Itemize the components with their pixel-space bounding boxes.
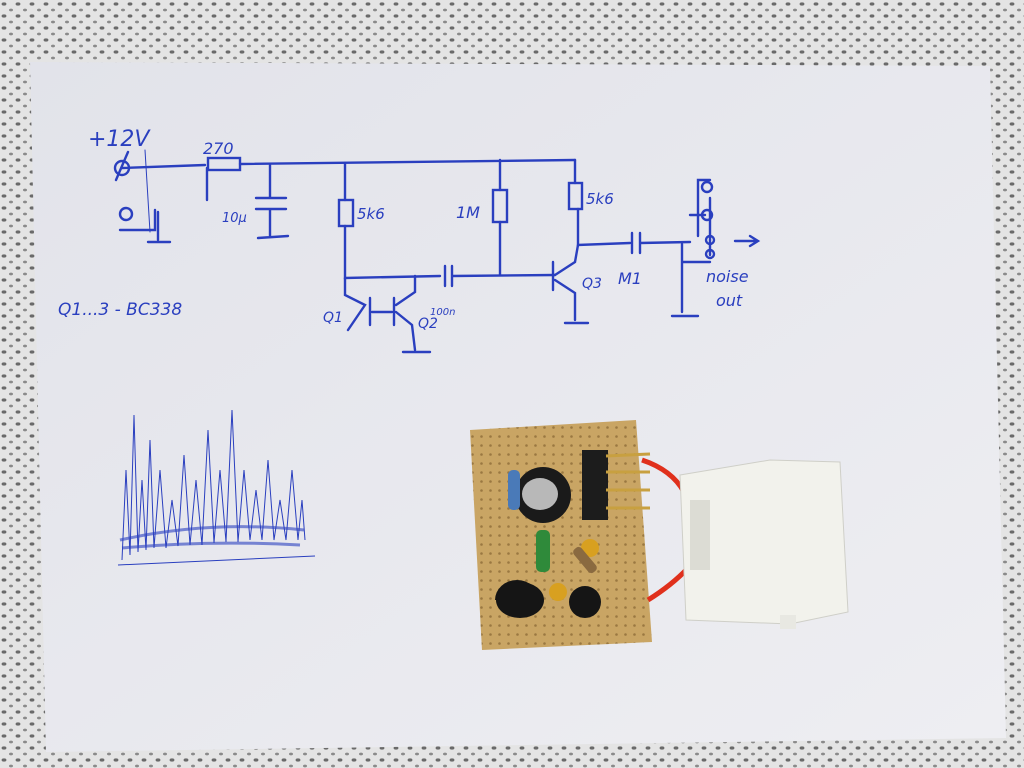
resistor (536, 530, 550, 572)
noise-waveform-sketch (117, 409, 316, 566)
ceramic-capacitor (581, 539, 599, 557)
molex-power-connector (679, 459, 849, 629)
label-c-couple: 100n (430, 307, 455, 318)
label-out: out (716, 291, 743, 310)
label-q3: Q3 (582, 276, 602, 292)
pin-header (582, 450, 651, 520)
label-q1: Q1 (323, 310, 343, 326)
label-noise: noise (706, 267, 749, 286)
resistor-270 (206, 156, 242, 172)
label-r-q12: 5k6 (357, 205, 385, 223)
resistor (508, 470, 520, 510)
label-c-filter: 10µ (222, 211, 247, 226)
label-r-q3: 5k6 (586, 190, 614, 208)
label-parts-note: Q1...3 - BC338 (58, 300, 182, 320)
schematic-drawing (113, 149, 761, 354)
transistor (569, 586, 601, 618)
circuit-board (470, 420, 652, 650)
label-supply: +12V (88, 127, 151, 152)
label-r-bias: 1M (456, 203, 480, 222)
ceramic-capacitor (549, 583, 567, 601)
label-c-out: M1 (618, 269, 642, 288)
label-r-series: 270 (203, 139, 234, 158)
label-q2: Q2 (418, 316, 438, 332)
